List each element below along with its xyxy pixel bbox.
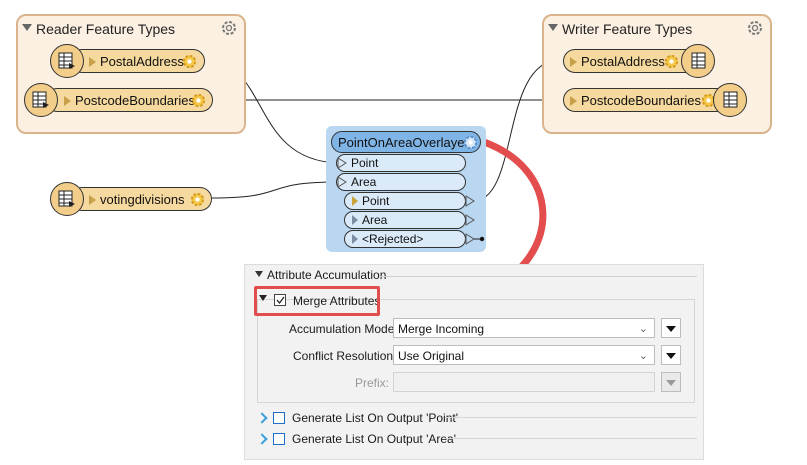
merge-attributes-label: Merge Attributes xyxy=(293,294,381,308)
chevron-right-icon[interactable] xyxy=(256,433,268,445)
reader-bookmark[interactable]: Reader Feature Types xyxy=(16,14,246,134)
port-triangle-icon xyxy=(570,57,577,67)
prefix-input[interactable] xyxy=(393,372,655,392)
conflict-resolution-menu-button[interactable] xyxy=(661,345,681,365)
input-port-label: Area xyxy=(351,175,377,189)
output-arrow-icon xyxy=(465,214,475,226)
port-triangle-icon xyxy=(89,57,96,67)
connection-votingdivisions-area xyxy=(211,181,339,199)
input-port-area[interactable]: Area xyxy=(336,173,466,191)
section-divider xyxy=(379,276,697,277)
gear-icon[interactable] xyxy=(189,191,206,208)
port-triangle-icon xyxy=(64,96,71,106)
reader-feature-label: PostcodeBoundaries xyxy=(75,93,195,108)
checkmark-icon xyxy=(276,296,285,305)
gear-icon[interactable] xyxy=(746,19,764,37)
writer-feature-label: PostalAddress xyxy=(581,54,665,69)
gear-icon[interactable] xyxy=(181,53,198,70)
reader-feature-postcodeboundaries[interactable]: PostcodeBoundaries xyxy=(45,88,213,112)
output-port-label: <Rejected> xyxy=(362,232,424,246)
writer-table-icon[interactable] xyxy=(681,44,715,78)
reader-table-icon[interactable] xyxy=(50,182,84,216)
output-triangle-icon xyxy=(352,234,358,244)
writer-bookmark-header[interactable]: Writer Feature Types xyxy=(544,16,770,42)
merge-attributes-checkbox[interactable] xyxy=(274,294,286,306)
port-markers xyxy=(337,157,485,245)
port-triangle-icon xyxy=(89,195,96,205)
prefix-label: Prefix: xyxy=(355,376,390,390)
table-icon xyxy=(691,52,706,69)
output-arrow-icon xyxy=(465,233,475,245)
rejected-dot xyxy=(479,236,485,242)
gear-icon[interactable] xyxy=(663,53,680,70)
input-port-label: Point xyxy=(351,156,379,170)
writer-feature-postaladdress[interactable]: PostalAddress xyxy=(563,49,699,73)
chevron-down-icon: ⌄ xyxy=(638,350,648,362)
prefix-menu-button[interactable] xyxy=(661,372,681,392)
conflict-resolution-select[interactable]: Use Original ⌄ xyxy=(393,345,655,365)
table-icon xyxy=(723,91,738,108)
conflict-resolution-label: Conflict Resolution: xyxy=(293,349,397,363)
writer-table-icon[interactable] xyxy=(713,83,747,117)
chevron-down-icon: ⌄ xyxy=(638,323,648,335)
reader-feature-label: votingdivisions xyxy=(100,192,185,207)
output-triangle-icon xyxy=(352,215,358,225)
merge-attributes-highlight xyxy=(254,286,380,316)
gear-icon[interactable] xyxy=(462,134,479,151)
output-arrow-icon xyxy=(465,195,475,207)
list-area-label: Generate List On Output 'Area' xyxy=(292,432,457,446)
output-port-rejected[interactable]: <Rejected> xyxy=(344,230,466,248)
writer-feature-label: PostcodeBoundaries xyxy=(581,93,701,108)
transformer-name: PointOnAreaOverlayer xyxy=(338,135,469,150)
list-point-label: Generate List On Output 'Point' xyxy=(292,411,459,425)
row-divider xyxy=(445,438,697,439)
reader-feature-postaladdress[interactable]: PostalAddress xyxy=(70,49,205,73)
expand-triangle-icon[interactable] xyxy=(255,271,263,277)
writer-bookmark[interactable]: Writer Feature Types xyxy=(542,14,772,134)
reader-table-icon[interactable] xyxy=(50,44,84,78)
conflict-resolution-value: Use Original xyxy=(398,349,465,363)
writer-bookmark-title: Writer Feature Types xyxy=(562,21,693,37)
output-triangle-icon xyxy=(352,196,358,206)
table-icon xyxy=(32,91,49,108)
port-triangle-icon xyxy=(570,96,577,106)
gear-icon[interactable] xyxy=(220,19,238,37)
expand-triangle-icon[interactable] xyxy=(259,295,267,301)
reader-feature-label: PostalAddress xyxy=(100,54,184,69)
chevron-right-icon[interactable] xyxy=(256,412,268,424)
section-title: Attribute Accumulation xyxy=(267,268,387,282)
table-icon xyxy=(58,190,75,207)
output-port-label: Point xyxy=(362,194,390,208)
gear-icon[interactable] xyxy=(190,92,207,109)
transformer-title[interactable]: PointOnAreaOverlayer xyxy=(331,131,481,153)
attribute-accumulation-panel: Attribute Accumulation Merge Attributes … xyxy=(244,264,704,460)
input-arrow-icon xyxy=(337,176,347,188)
collapse-triangle-icon[interactable] xyxy=(548,24,558,31)
reader-bookmark-header[interactable]: Reader Feature Types xyxy=(18,16,244,42)
table-icon xyxy=(58,52,75,69)
list-area-checkbox[interactable] xyxy=(273,433,285,445)
accumulation-mode-select[interactable]: Merge Incoming ⌄ xyxy=(393,318,655,338)
merge-group-box xyxy=(257,299,695,403)
output-port-point[interactable]: Point xyxy=(344,192,466,210)
reader-feature-votingdivisions[interactable]: votingdivisions xyxy=(70,187,212,211)
row-divider xyxy=(445,417,697,418)
reader-bookmark-title: Reader Feature Types xyxy=(36,21,176,37)
collapse-triangle-icon[interactable] xyxy=(22,24,32,31)
input-arrow-icon xyxy=(337,157,347,169)
output-port-label: Area xyxy=(362,213,388,227)
accumulation-mode-label: Accumulation Mode: xyxy=(289,322,398,336)
connection-point-writer xyxy=(472,59,561,202)
reader-table-icon[interactable] xyxy=(24,83,58,117)
accumulation-mode-value: Merge Incoming xyxy=(398,322,485,336)
writer-feature-postcodeboundaries[interactable]: PostcodeBoundaries xyxy=(563,88,729,112)
input-port-point[interactable]: Point xyxy=(336,154,466,172)
accumulation-mode-menu-button[interactable] xyxy=(661,318,681,338)
list-point-checkbox[interactable] xyxy=(273,412,285,424)
